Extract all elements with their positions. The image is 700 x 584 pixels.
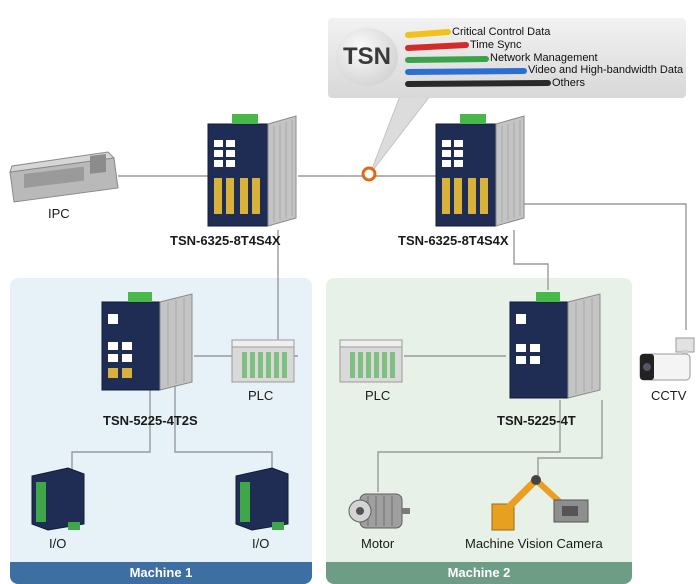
plc-left-label: PLC bbox=[248, 388, 274, 403]
traffic-others: Others bbox=[552, 77, 586, 89]
machine-vision-camera-icon bbox=[491, 475, 589, 531]
link-machine1-io-left bbox=[71, 382, 151, 470]
ipc-icon bbox=[9, 151, 119, 203]
link-switch-machine2 bbox=[513, 230, 549, 290]
traffic-critical-control: Critical Control Data bbox=[452, 26, 551, 38]
tsn-traffic-panel: TSN Critical Control Data Time Sync Netw… bbox=[328, 18, 686, 98]
tsn-6325-left-label: TSN-6325-8T4S4X bbox=[170, 233, 281, 248]
traffic-time-sync: Time Sync bbox=[470, 39, 522, 51]
plc-right-label: PLC bbox=[365, 388, 391, 403]
motor-label: Motor bbox=[361, 536, 395, 551]
tsn-logo: TSN bbox=[336, 28, 398, 86]
tsn-5225-4t-icon[interactable] bbox=[506, 288, 604, 402]
backbone-marker bbox=[361, 166, 377, 182]
io-right-label: I/O bbox=[252, 536, 270, 551]
io-right-icon bbox=[235, 467, 289, 531]
link-machine1-io-right bbox=[174, 382, 273, 470]
io-left-icon bbox=[31, 467, 85, 531]
cctv-label: CCTV bbox=[651, 388, 687, 403]
machine2-label: Machine 2 bbox=[326, 562, 632, 584]
link-machine2-motor bbox=[377, 400, 561, 492]
io-left-label: I/O bbox=[49, 536, 67, 551]
tsn-5225-4t2s-label: TSN-5225-4T2S bbox=[103, 413, 198, 428]
plc-left-icon bbox=[231, 339, 295, 383]
machine-vision-camera-label: Machine Vision Camera bbox=[465, 536, 603, 551]
traffic-cables-icon bbox=[405, 29, 551, 87]
link-machine2-camera bbox=[537, 400, 603, 478]
machine1-label: Machine 1 bbox=[10, 562, 312, 584]
tsn-6325-right-icon[interactable] bbox=[432, 112, 528, 230]
tsn-6325-right-label: TSN-6325-8T4S4X bbox=[398, 233, 509, 248]
traffic-video: Video and High-bandwidth Data bbox=[528, 64, 684, 76]
motor-icon bbox=[348, 493, 410, 529]
cctv-icon bbox=[639, 337, 695, 381]
tsn-5225-4t-label: TSN-5225-4T bbox=[497, 413, 576, 428]
tsn-callout-pointer bbox=[369, 95, 432, 175]
plc-right-icon bbox=[339, 339, 403, 383]
tsn-6325-left-icon[interactable] bbox=[204, 112, 300, 230]
link-switch-cctv bbox=[522, 203, 687, 330]
ipc-label: IPC bbox=[48, 206, 70, 221]
tsn-5225-4t2s-icon[interactable] bbox=[98, 288, 196, 392]
traffic-network-management: Network Management bbox=[490, 52, 598, 64]
